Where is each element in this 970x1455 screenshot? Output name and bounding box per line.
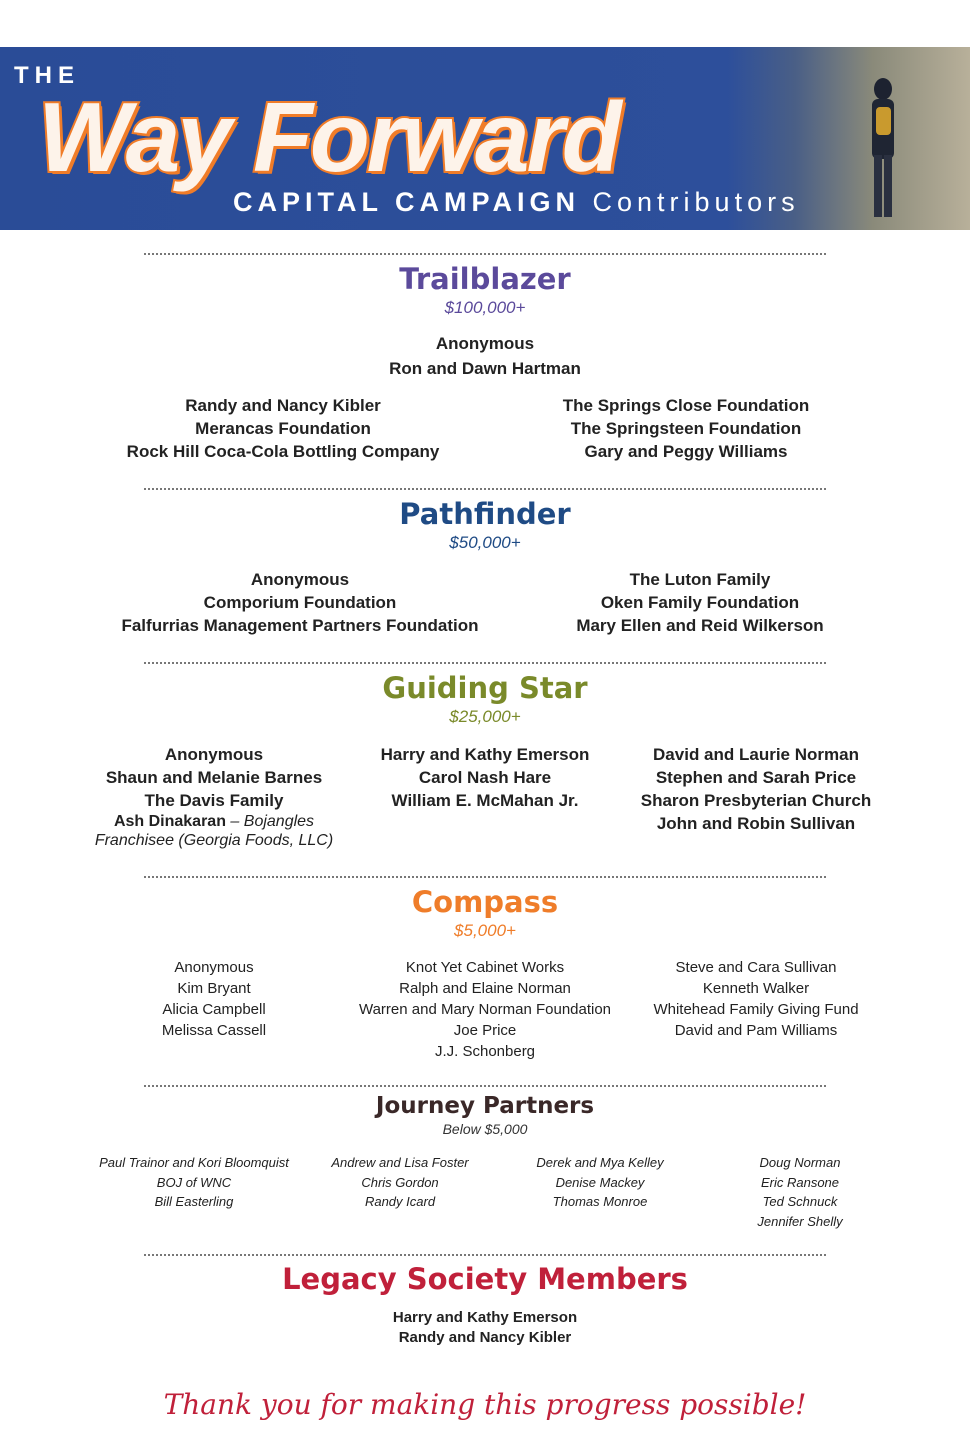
guiding-star-section: Guiding Star $25,000+ [0,671,970,727]
pathfinder-section: Pathfinder $50,000+ [0,497,970,553]
donor: Melissa Cassell [161,1022,267,1039]
donor: The Luton Family [629,570,771,589]
divider [144,253,826,255]
donor: Derek and Mya Kelley [536,1155,664,1170]
donor: Gary and Peggy Williams [584,442,788,461]
donor: Oken Family Foundation [600,593,800,612]
section-title: Pathfinder [399,497,571,531]
section-amount: $50,000+ [449,533,521,552]
section-title: Guiding Star [382,671,588,705]
section-title: Trailblazer [399,262,571,296]
donor: Anonymous [435,334,535,353]
donor: Randy and Nancy Kibler [398,1329,572,1346]
donor: Carol Nash Hare [418,768,552,787]
donor: David and Pam Williams [674,1022,838,1039]
donor: Jennifer Shelly [757,1213,843,1229]
subtitle-bold: CAPITAL CAMPAIGN [233,187,580,217]
section-amount: $25,000+ [449,707,521,726]
donor: Harry and Kathy Emerson [392,1309,578,1326]
banner-subtitle: CAPITAL CAMPAIGN Contributors [233,187,800,217]
donor: Ron and Dawn Hartman [389,359,581,378]
donor: Rock Hill Coca-Cola Bottling Company [126,442,440,461]
donor: Sharon Presbyterian Church [640,791,872,810]
donor: Randy Icard [364,1194,436,1209]
donor: The Davis Family [144,791,284,810]
donor: Ralph and Elaine Norman [399,980,571,997]
donor: Thomas Monroe [552,1194,648,1209]
donor: Anonymous [164,745,264,764]
donor: Kim Bryant [177,980,251,997]
donor-note: – Bojangles Franchisee (Georgia Foods, L… [94,813,334,849]
section-amount: $100,000+ [444,298,526,317]
donor-name: Ash Dinakaran [113,813,226,830]
donor: Stephen and Sarah Price [655,768,857,787]
subtitle-light: Contributors [592,187,800,217]
donor: Alicia Campbell [162,1001,266,1018]
donor: Mary Ellen and Reid Wilkerson [576,616,824,635]
donor: John and Robin Sullivan [656,814,856,833]
divider [144,662,826,664]
donor: David and Laurie Norman [653,745,859,764]
section-amount: Below $5,000 [442,1121,528,1137]
donor: Anonymous [174,959,254,976]
donor: Chris Gordon [361,1174,439,1190]
donor: Whitehead Family Giving Fund [653,1001,859,1018]
journey-partners-section: Journey Partners Below $5,000 [0,1093,970,1137]
donor: Steve and Cara Sullivan [675,959,837,976]
donor: Joe Price [453,1022,517,1039]
donor: Eric Ransone [760,1174,840,1190]
donor: The Springs Close Foundation [562,396,810,415]
donor: William E. McMahan Jr. [391,791,579,810]
donor: Harry and Kathy Emerson [380,745,590,764]
donor: Anonymous [250,570,350,589]
banner-title: Way Forward [36,82,624,192]
divider [144,1254,826,1256]
donor: BOJ of WNC [156,1174,232,1190]
donor: Kenneth Walker [702,980,810,997]
donor: Knot Yet Cabinet Works [405,959,565,976]
header-banner: THE Way Forward CAPITAL CAMPAIGN Contrib… [0,47,970,230]
compass-section: Compass $5,000+ [0,885,970,941]
donor: Ted Schnuck [762,1194,838,1209]
donor: Shaun and Melanie Barnes [105,768,323,787]
section-amount: $5,000+ [454,921,516,940]
divider [144,1085,826,1087]
donor: Randy and Nancy Kibler [185,396,381,415]
donor: Comporium Foundation [203,593,397,612]
legacy-society-section: Legacy Society Members Harry and Kathy E… [0,1262,970,1348]
donor: Merancas Foundation [195,419,371,438]
donor: Andrew and Lisa Foster [331,1155,469,1170]
trailblazer-section: Trailblazer $100,000+ Anonymous Ron and … [0,262,970,380]
donor: Falfurrias Management Partners Foundatio… [121,616,479,635]
walking-person-image [872,78,894,217]
divider [144,876,826,878]
section-title: Legacy Society Members [282,1262,688,1296]
section-title: Journey Partners [375,1093,595,1119]
donor: Bill Easterling [154,1194,234,1209]
donor: Warren and Mary Norman Foundation [358,1001,612,1018]
divider [144,488,826,490]
donor: The Springsteen Foundation [570,419,802,438]
thank-you-message: Thank you for making this progress possi… [163,1388,807,1421]
section-title: Compass [411,885,559,919]
donor: Paul Trainor and Kori Bloomquist [99,1155,289,1170]
donor: Denise Mackey [555,1174,645,1190]
banner-the: THE [14,62,80,89]
donor: J.J. Schonberg [434,1043,536,1060]
donor: Ash Dinakaran – Bojangles Franchisee (Ge… [84,812,344,850]
donor: Doug Norman [759,1155,841,1170]
